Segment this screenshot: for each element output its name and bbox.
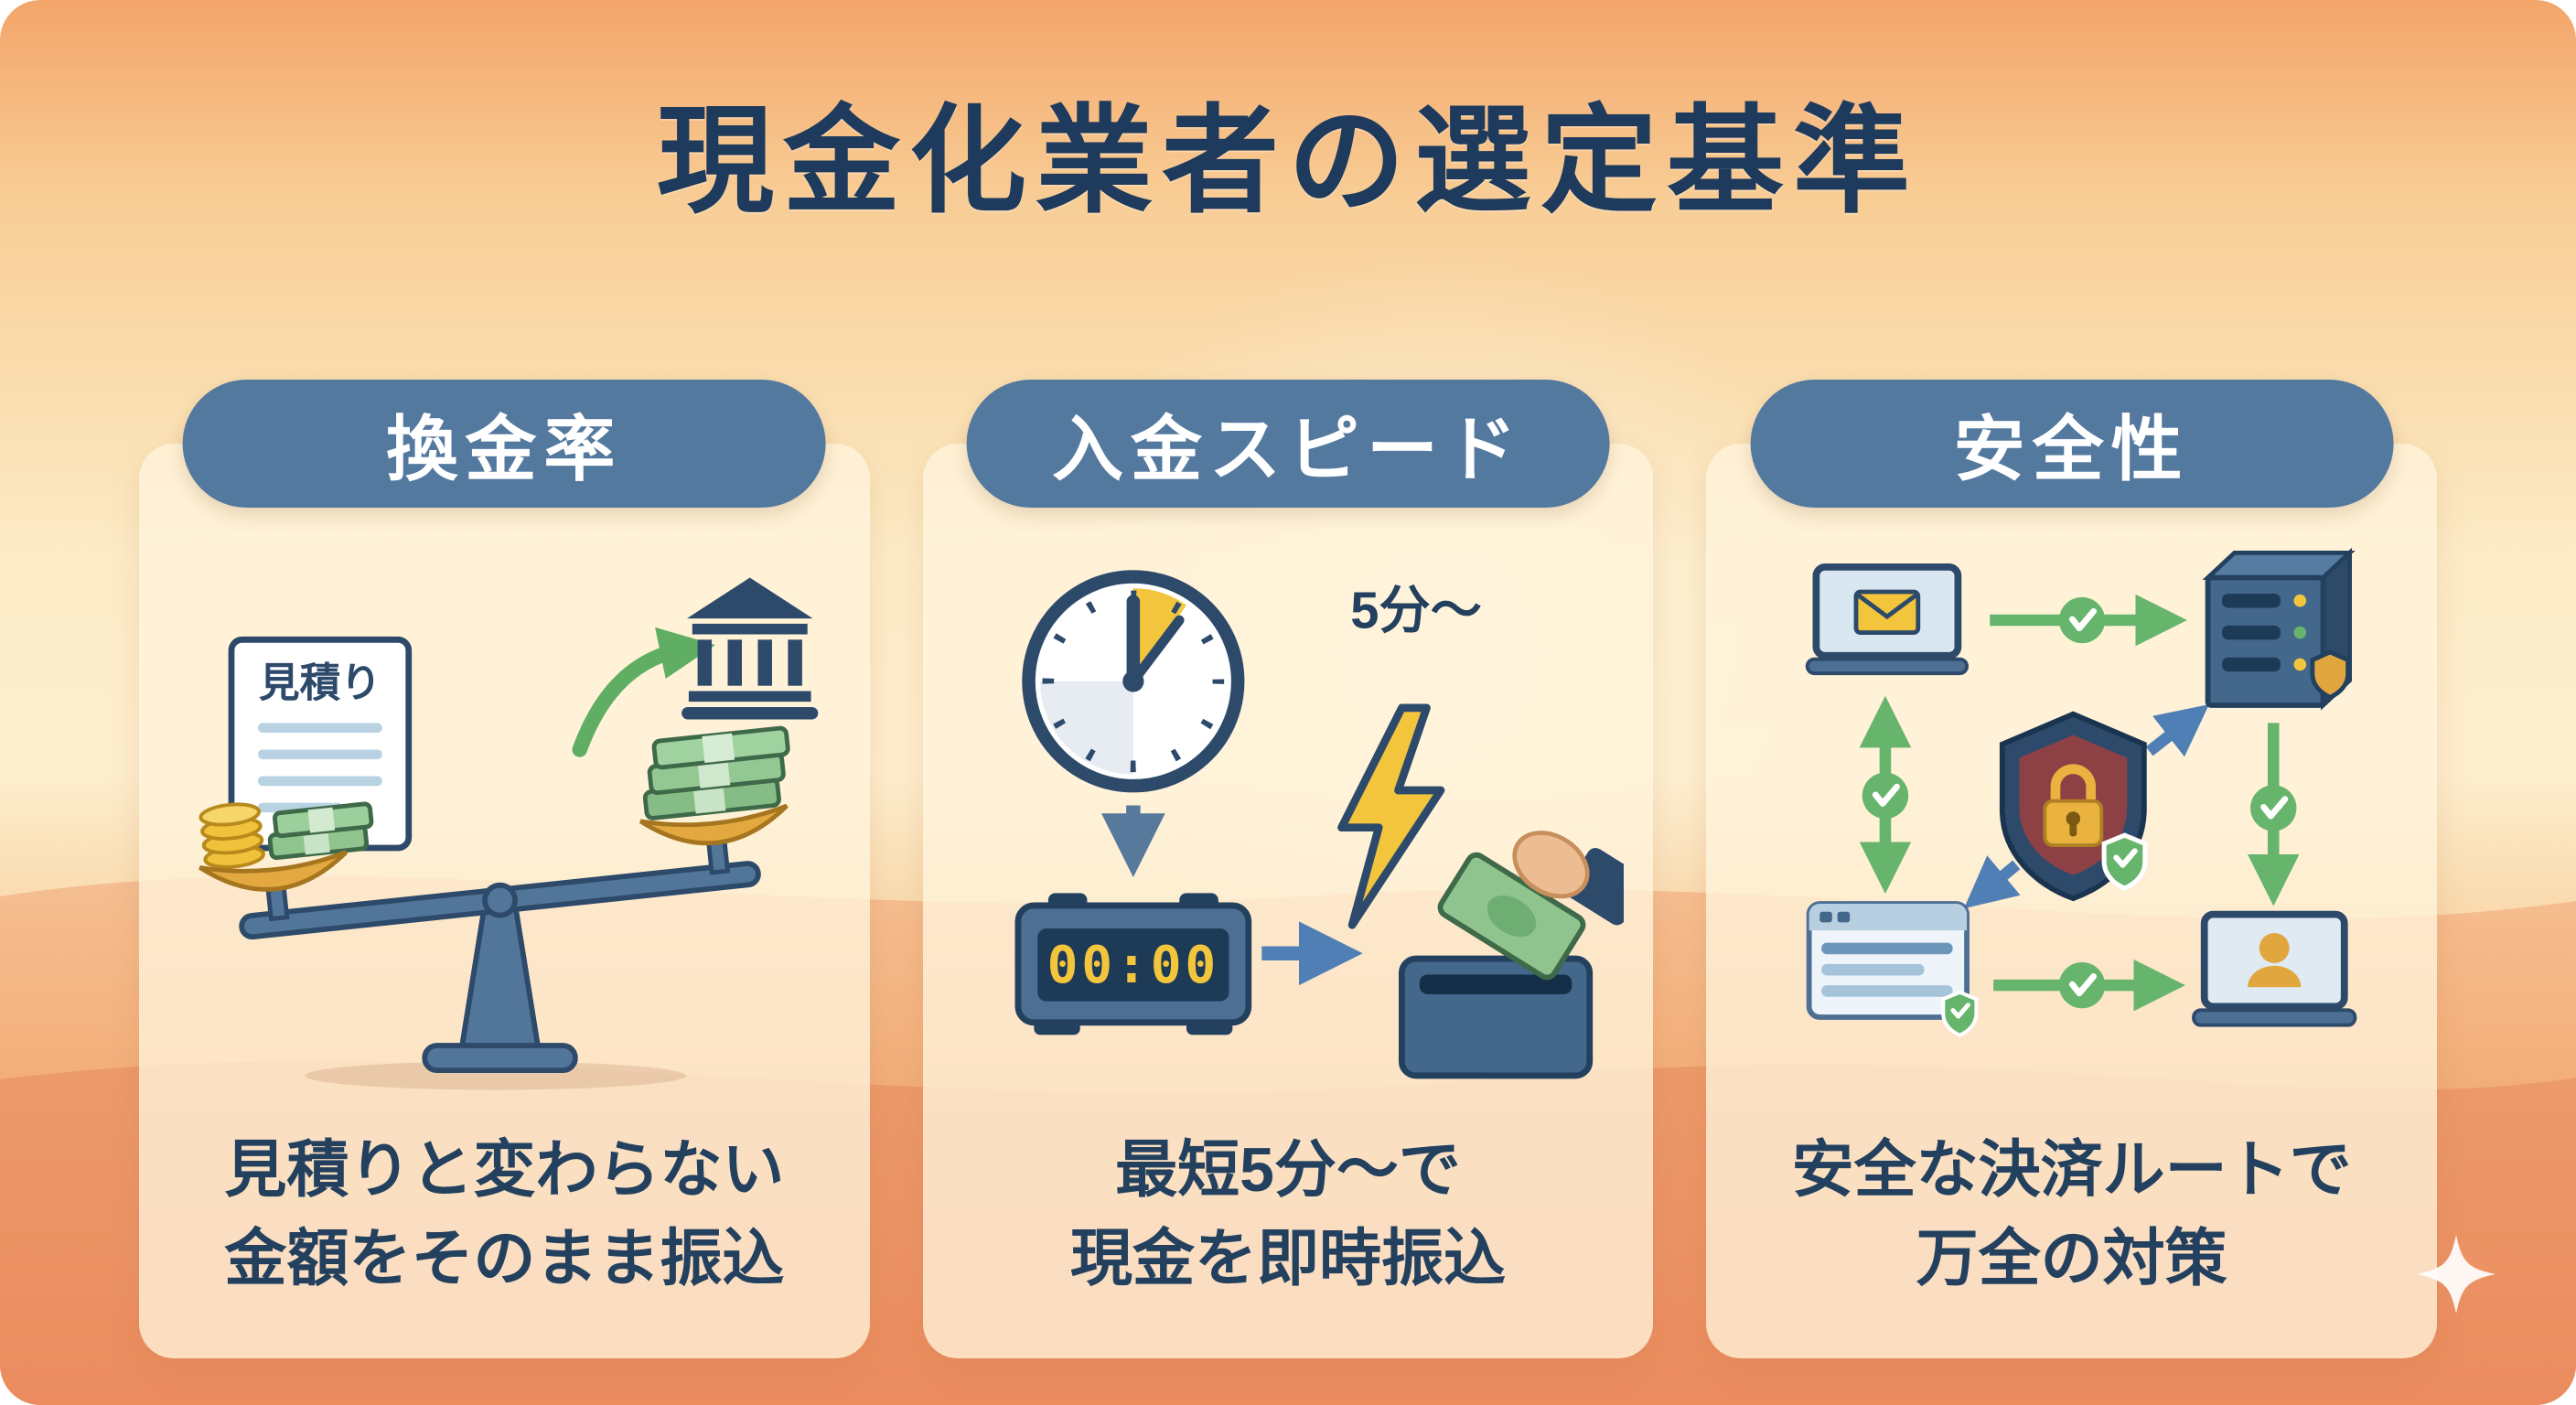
card-deposit-speed: 入金スピード <box>922 380 1654 1358</box>
caption-line: 金額をそのまま振込 <box>224 1223 785 1293</box>
shield-check-icon <box>2104 835 2145 888</box>
sparkle-icon <box>2417 1235 2496 1314</box>
bank-icon <box>682 577 819 720</box>
cash-stack-left-icon <box>267 801 374 861</box>
clock-timer-cash-deposit-illustration: 5分〜 00:00 <box>1014 570 1625 1079</box>
secure-server-icon <box>2202 547 2356 711</box>
secure-browser-icon <box>1807 901 1977 1035</box>
exchange-rate-art: 見積り <box>168 535 841 1102</box>
route-arrow-diagonal-up <box>2146 703 2210 757</box>
deposit-speed-header-pill: 入金スピード <box>966 380 1610 508</box>
exchange-rate-header-pill: 換金率 <box>182 380 826 508</box>
shield-check-icon <box>1944 992 1977 1035</box>
digital-timer-icon: 00:00 <box>1014 893 1251 1035</box>
convert-arrow-icon <box>572 627 715 757</box>
balance-scale-money-bank-illustration: 見積り <box>199 577 819 1090</box>
check-icon <box>2059 597 2105 643</box>
safety-header-label: 安全性 <box>1953 409 2190 489</box>
check-icon <box>2250 785 2296 831</box>
scale-pan-left <box>199 850 349 892</box>
cash-stack-right-icon <box>642 725 790 820</box>
timer-display: 00:00 <box>1046 936 1218 995</box>
caption-line: 最短5分〜で <box>1115 1135 1461 1205</box>
laptop-mail-icon <box>1806 563 1970 676</box>
lightning-icon <box>1336 703 1444 929</box>
cards-row: 換金率 見積り <box>0 380 2576 1358</box>
card-safety: 安全性 <box>1706 380 2438 1358</box>
secure-network-shield-illustration <box>1806 547 2357 1102</box>
safety-art <box>1735 535 2408 1102</box>
deposit-speed-caption: 最短5分〜で 現金を即時振込 <box>1070 1126 1506 1303</box>
check-icon <box>2059 962 2105 1008</box>
exchange-rate-header-label: 換金率 <box>386 409 623 489</box>
shield-lock-icon <box>2000 711 2145 902</box>
route-arrow-diagonal-down <box>1964 855 2021 909</box>
cash-deposit-icon <box>1398 831 1625 1079</box>
caption-line: 見積りと変わらない <box>224 1135 785 1205</box>
balance-scale-icon <box>199 725 790 1074</box>
caption-line: 万全の対策 <box>1916 1223 2227 1293</box>
deposit-speed-art: 5分〜 00:00 <box>952 535 1625 1102</box>
deposit-speed-header-label: 入金スピード <box>1051 409 1525 489</box>
clock-icon <box>1021 570 1245 793</box>
check-icon <box>1862 773 1908 819</box>
caption-line: 現金を即時振込 <box>1070 1223 1507 1293</box>
safety-caption: 安全な決済ルートで 万全の対策 <box>1792 1126 2352 1303</box>
estimate-document-label: 見積り <box>259 660 381 705</box>
coin-stack-icon <box>199 802 265 869</box>
page-title: 現金化業者の選定基準 <box>656 96 1919 227</box>
card-exchange-rate: 換金率 見積り <box>139 380 870 1358</box>
caption-line: 安全な決済ルートで <box>1791 1135 2352 1205</box>
speed-time-label: 5分〜 <box>1350 582 1482 639</box>
laptop-user-icon <box>2192 910 2357 1027</box>
exchange-rate-caption: 見積りと変わらない 金額をそのまま振込 <box>224 1126 784 1303</box>
scale-pan-right <box>639 803 789 846</box>
estimate-document-icon: 見積り <box>228 636 413 852</box>
safety-header-pill: 安全性 <box>1750 380 2394 508</box>
